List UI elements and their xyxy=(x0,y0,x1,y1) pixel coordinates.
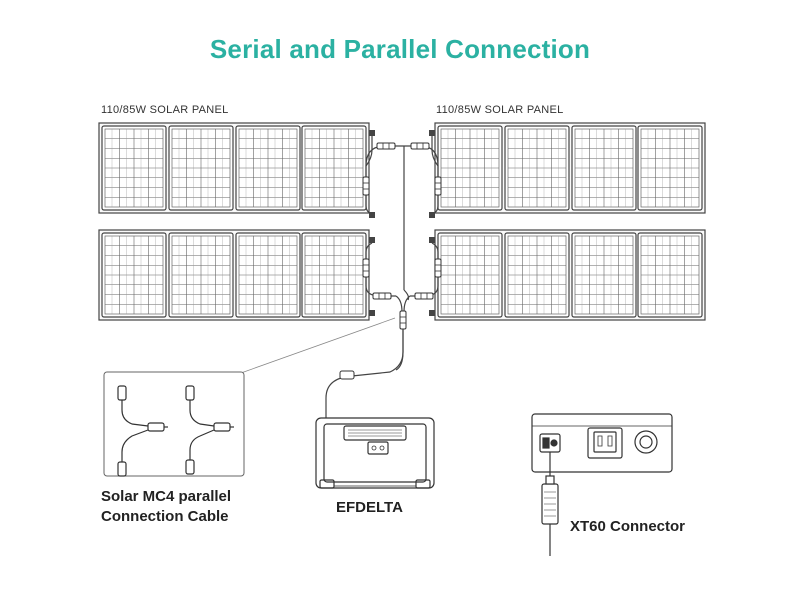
page-title: Serial and Parallel Connection xyxy=(209,34,591,64)
inline-connector xyxy=(339,370,355,380)
main-cable xyxy=(325,329,404,424)
power-station-icon xyxy=(315,417,435,489)
mc4-y-cable-icon xyxy=(117,385,234,477)
callout-line xyxy=(240,317,396,374)
mc4-cable-detail xyxy=(103,371,245,477)
right-solar-panel xyxy=(429,123,705,320)
cable-caption: Solar MC4 parallel Connection Cable xyxy=(101,487,231,527)
cable-caption-line2: Connection Cable xyxy=(101,508,229,525)
xt60-port-icon xyxy=(531,413,673,473)
right-panel-label: 110/85W SOLAR PANEL xyxy=(436,104,564,116)
power-station-caption: EFDELTA xyxy=(336,499,403,516)
cable-caption-line1: Solar MC4 parallel xyxy=(101,488,232,505)
mc4-connectors xyxy=(362,142,442,330)
panel-cables xyxy=(365,136,439,313)
left-panel-label: 110/85W SOLAR PANEL xyxy=(101,104,229,116)
xt60-plug-icon xyxy=(541,452,559,556)
left-solar-panel xyxy=(99,123,375,320)
connector-caption: XT60 Connector xyxy=(570,518,686,535)
